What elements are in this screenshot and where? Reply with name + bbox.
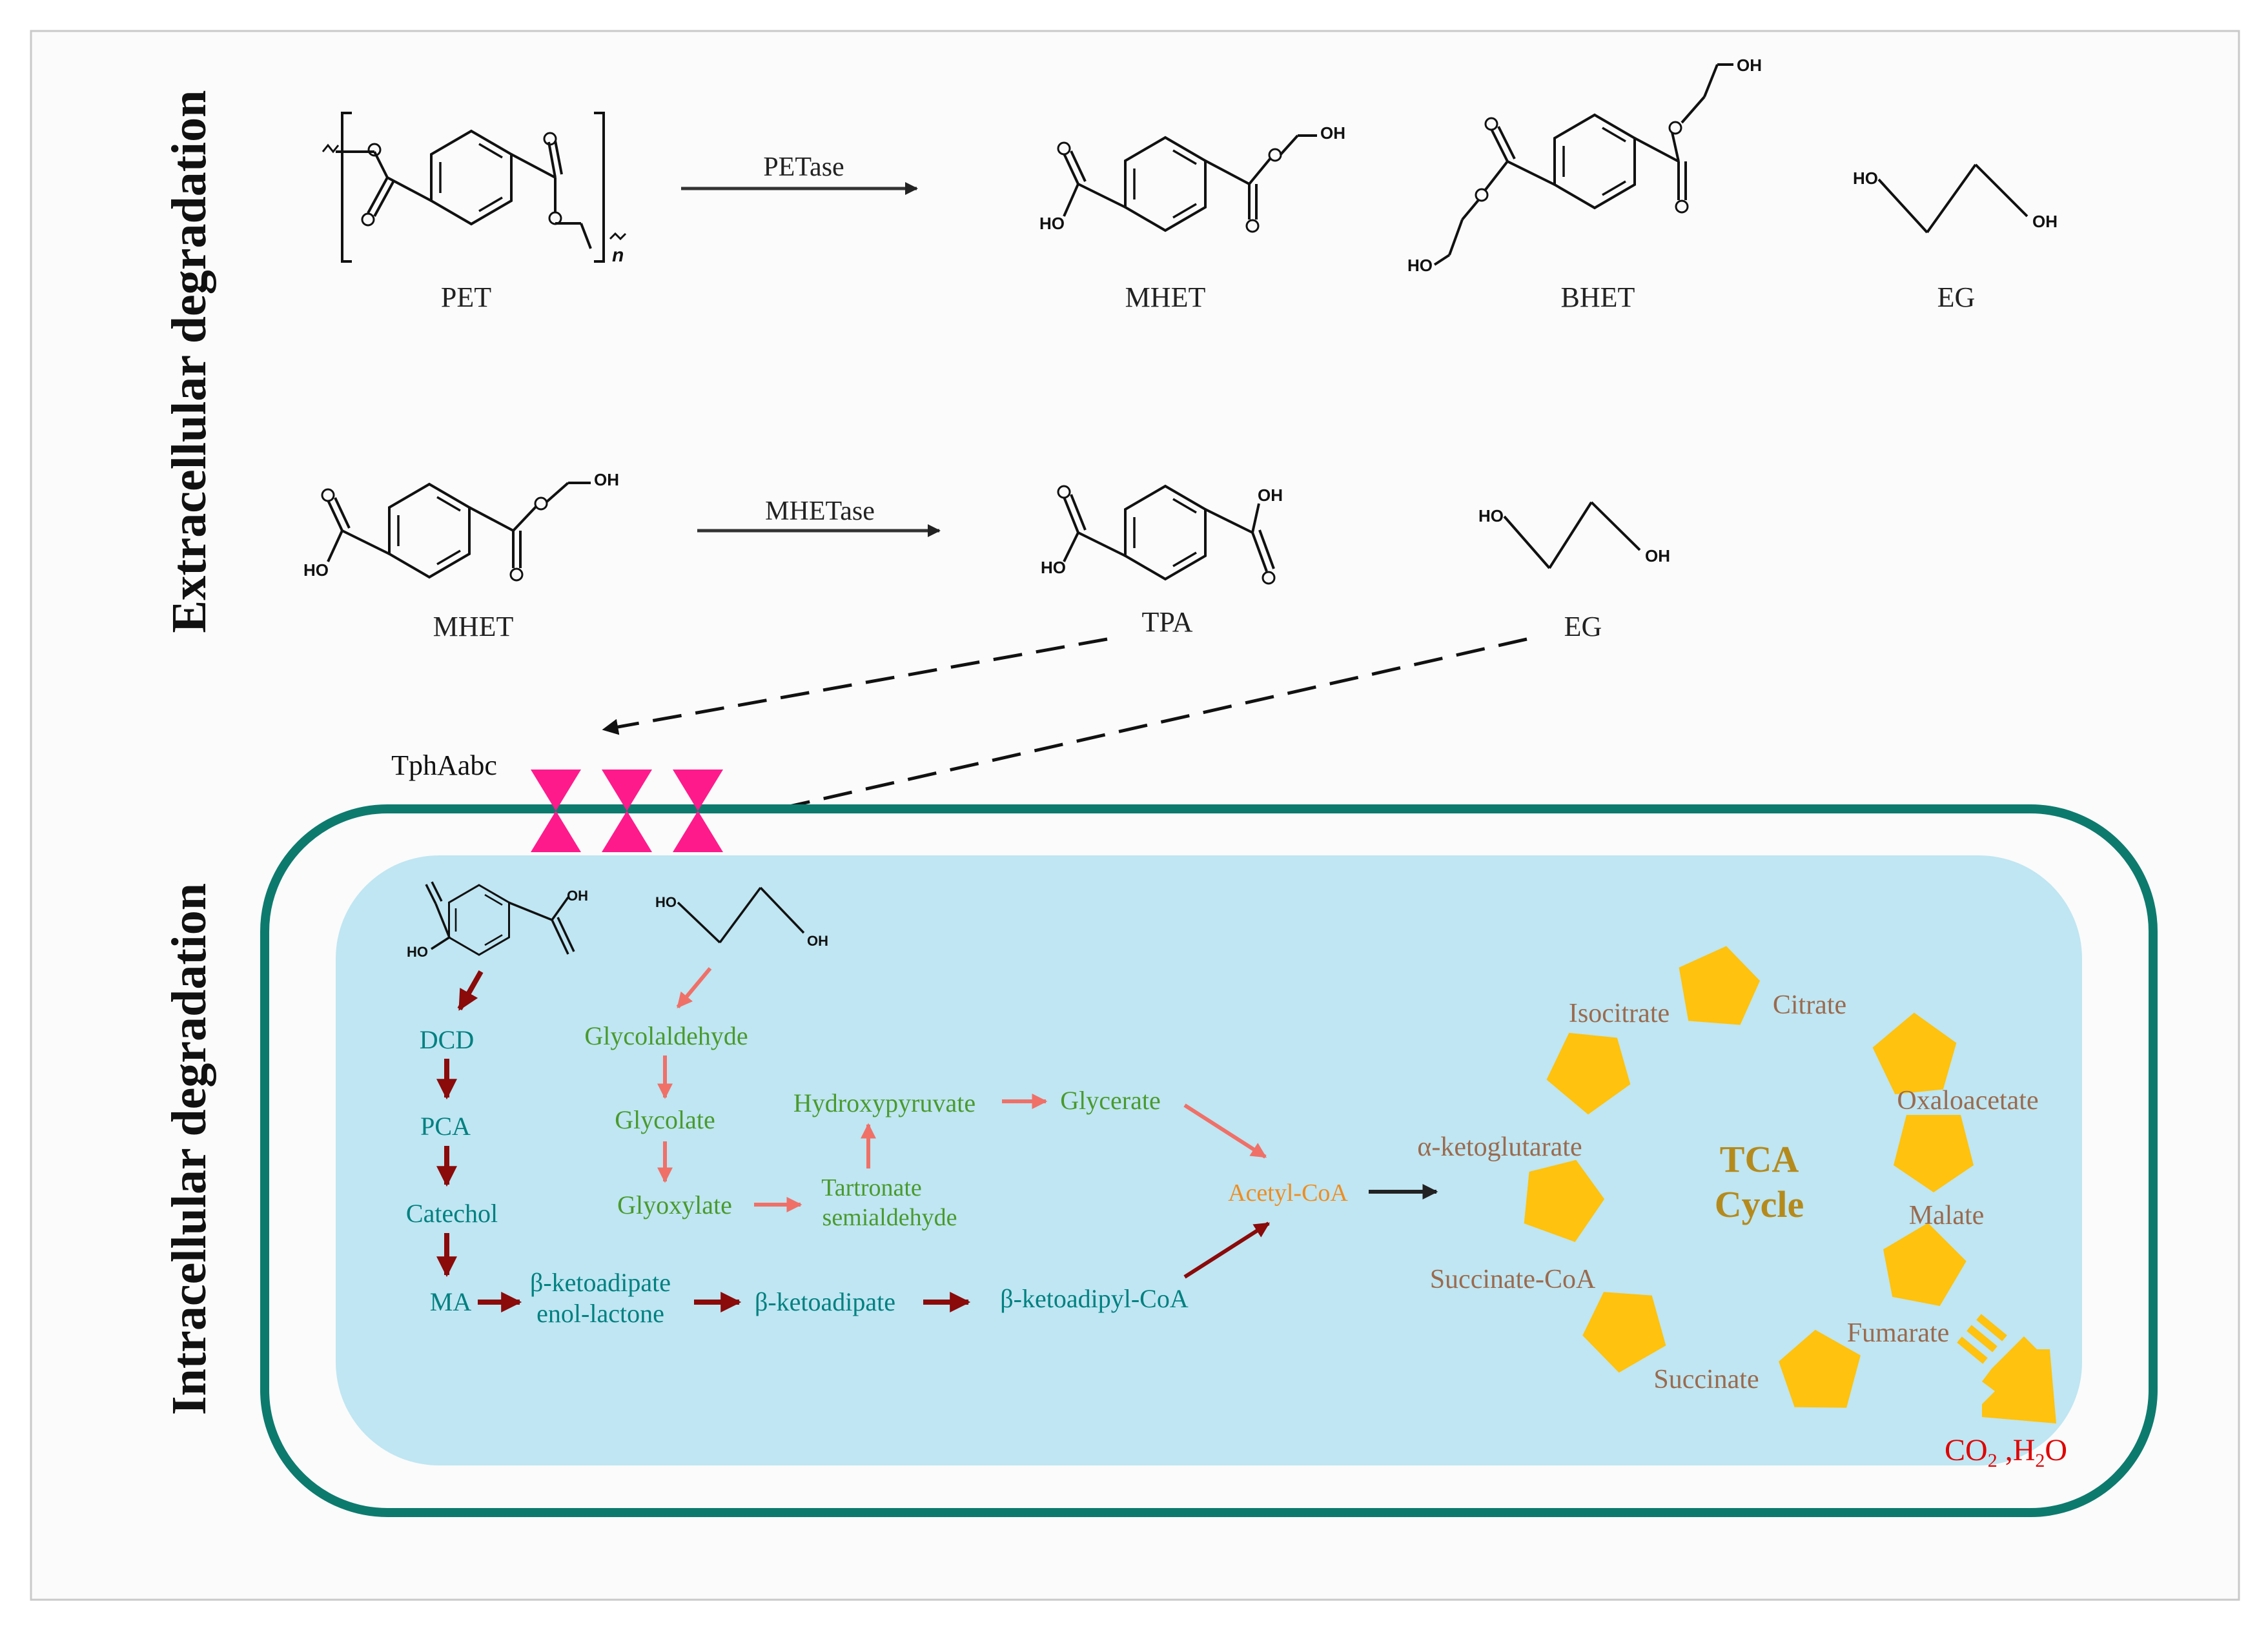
ketoadipyl-coa-label: β-ketoadipyl-CoA [1000,1284,1189,1313]
oh-label: OH [807,933,828,949]
transporter-label: TphAabc [391,750,497,781]
ho-label: HO [1853,168,1878,188]
dcd-label: DCD [420,1025,474,1054]
ho-label: HO [655,894,677,910]
oxaloacetate-label: Oxaloacetate [1897,1086,2038,1116]
mhet-top-label: MHET [1125,281,1206,313]
ho-label: HO [407,944,428,960]
tca-title-line1: TCA [1720,1138,1799,1180]
ma-label: MA [430,1287,472,1316]
oh-label: OH [2032,212,2058,231]
oh-label: OH [1737,56,1762,75]
pca-label: PCA [420,1112,471,1141]
arrow-ketoadipyl-to-acetyl-coa [1183,1221,1271,1279]
fumarate-label: Fumarate [1847,1318,1950,1348]
intracellular-section-label: Intracellular degradation [162,883,216,1415]
mhet-mid-label: MHET [433,611,514,642]
ketoadipate-enol-label-line1: β-ketoadipate [530,1268,671,1297]
eg-mid-label: EG [1564,611,1602,642]
arrow-eg-to-glycolaldehyde [676,967,712,1008]
arrow-tpa-to-dcd [457,970,484,1011]
arrow-glycerate-to-acetyl-coa [1183,1103,1267,1159]
acetyl-coa-label: Acetyl-CoA [1228,1179,1348,1207]
tca-title-line2: Cycle [1715,1183,1804,1225]
isocitrate-label: Isocitrate [1569,999,1670,1028]
hydroxypyruvate-label: Hydroxypyruvate [793,1088,976,1117]
malate-label: Malate [1909,1201,1985,1230]
ketoadipate-enol-label-line2: enol-lactone [536,1299,664,1328]
tartronate-label-line2: semialdehyde [822,1204,957,1231]
glyoxylate-label: Glyoxylate [617,1190,732,1219]
mhet-mid-structure: HO OH [303,470,619,582]
mhet-top-structure: HO OH [1039,123,1345,233]
mhetase-label: MHETase [765,496,875,526]
glycolate-label: Glycolate [615,1105,715,1134]
ho-label: HO [1478,506,1504,525]
alpha-ketoglutarate-label: α-ketoglutarate [1417,1132,1582,1162]
polymer-n-label: n [612,245,624,266]
oh-label: OH [1645,546,1670,566]
ho-label: HO [1407,256,1433,275]
ho-label: HO [1039,214,1065,233]
petase-label: PETase [763,152,844,182]
ho-label: HO [1041,558,1066,577]
citrate-label: Citrate [1773,990,1846,1020]
tpa-structure: HO OH [1041,485,1283,585]
glycolaldehyde-label: Glycolaldehyde [584,1021,748,1050]
ho-label: HO [303,560,329,580]
oh-label: OH [594,470,619,489]
eg-top-structure: HO OH [1853,163,2058,234]
co2-exit-arrow [1957,1314,2056,1423]
tphaabc-transporter [531,770,723,852]
ketoadipate-label: β-ketoadipate [755,1287,895,1316]
glycerate-label: Glycerate [1060,1086,1160,1115]
eg-top-label: EG [1937,281,1976,313]
co2-h2o-label: CO2 ,H2O [1945,1433,2067,1471]
tpa-label: TPA [1141,606,1192,638]
pet-structure: n [322,112,627,266]
oh-label: OH [567,888,588,904]
eg-uptake-arrow [705,637,1527,830]
oh-label: OH [1320,123,1345,143]
extracellular-section-label: Extracellular degradation [162,90,216,633]
bhet-structure: HO OH [1407,56,1762,275]
succinate-label: Succinate [1653,1365,1759,1394]
tpa-intracellular-structure: HO OH [407,881,588,960]
tartronate-label-line1: Tartronate [821,1174,922,1201]
eg-intracellular-structure: HO OH [655,886,828,949]
oh-label: OH [1258,485,1283,505]
bhet-label: BHET [1561,281,1635,313]
eg-mid-structure: HO OH [1478,501,1670,569]
pet-label: PET [441,281,491,313]
succinyl-coa-label: Succinate-CoA [1430,1265,1596,1294]
catechol-label: Catechol [406,1199,498,1228]
